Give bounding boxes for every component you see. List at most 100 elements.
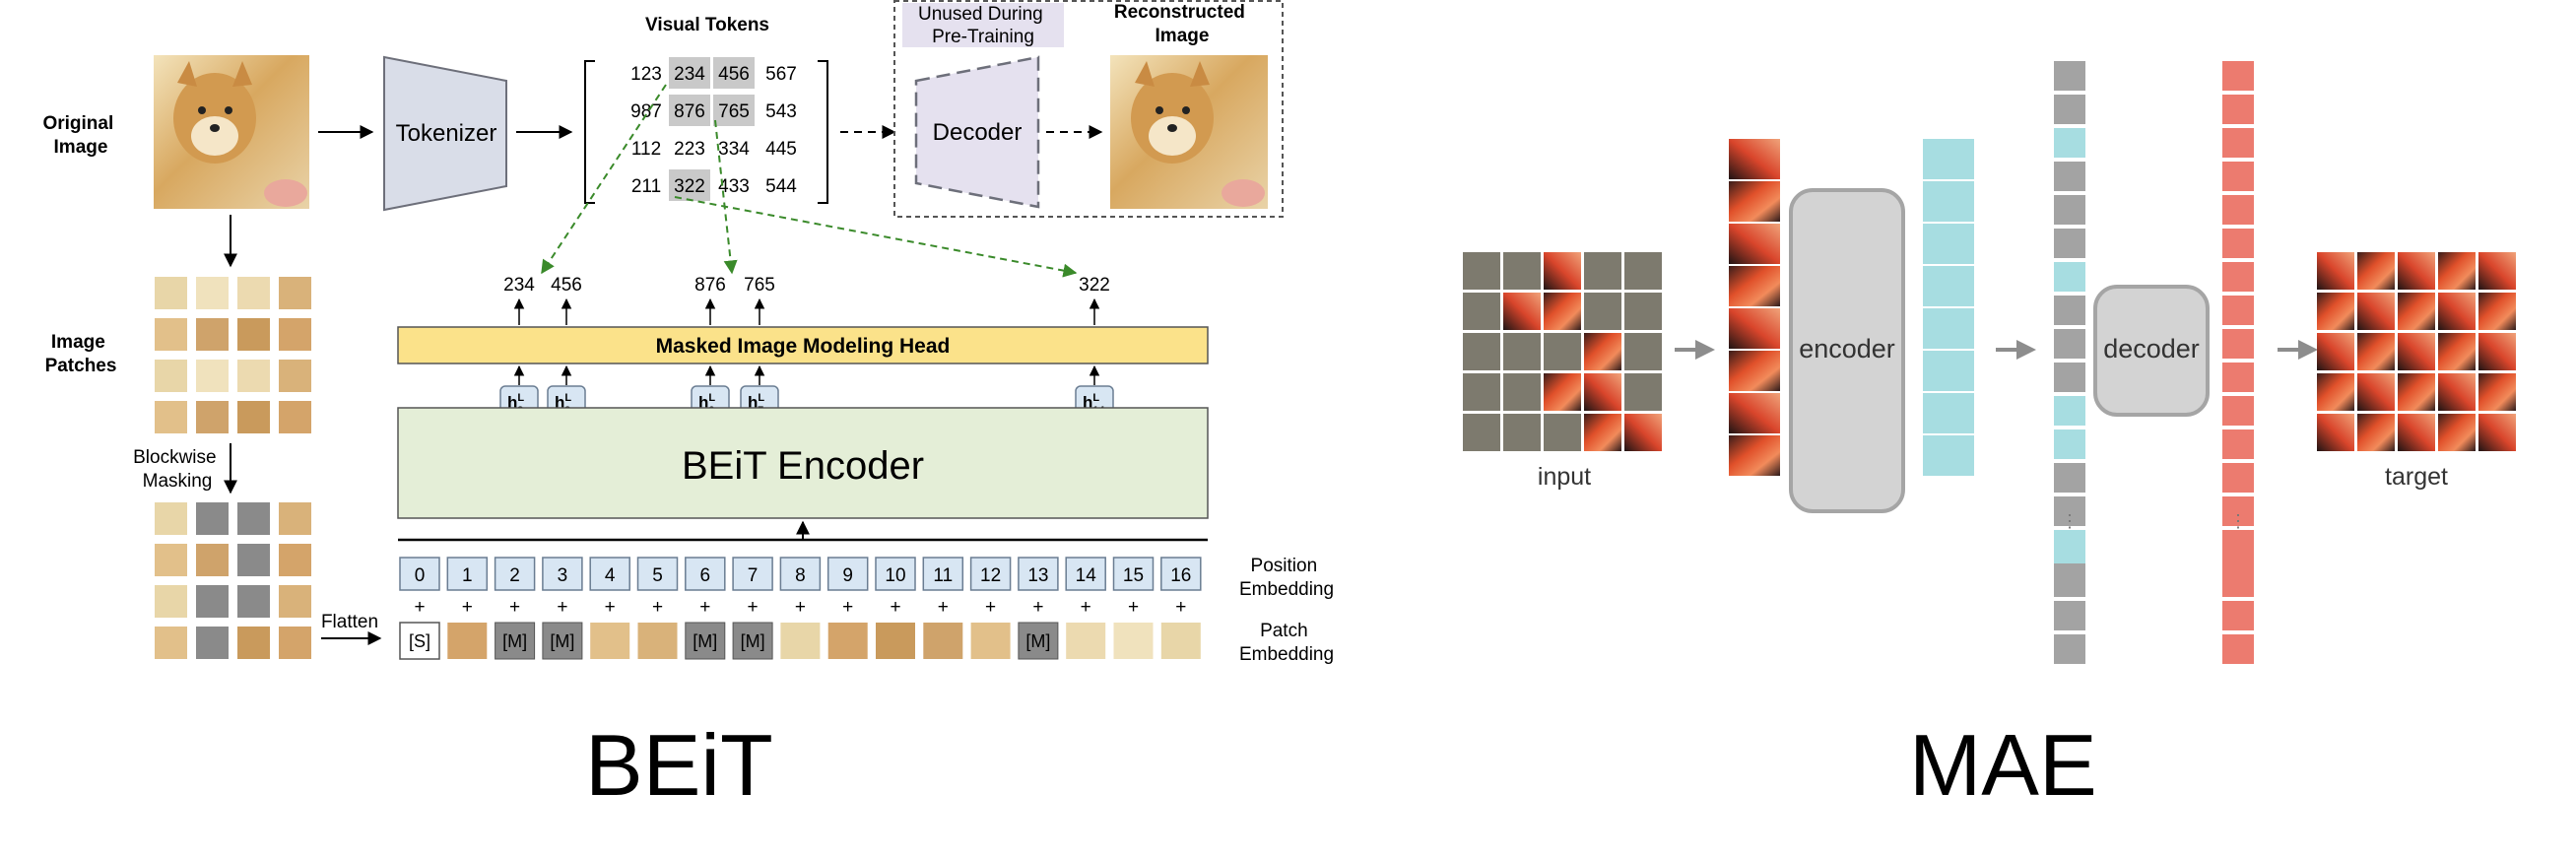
full-token bbox=[2054, 95, 2085, 124]
patch bbox=[237, 627, 270, 659]
input-patch bbox=[1584, 333, 1621, 370]
position-index-box bbox=[922, 557, 964, 591]
output-token bbox=[2222, 229, 2254, 258]
target-patch bbox=[2317, 373, 2354, 411]
position-index-box bbox=[446, 557, 489, 591]
output-token bbox=[2222, 463, 2254, 493]
predicted-token: 765 bbox=[744, 275, 775, 296]
output-token bbox=[2222, 396, 2254, 426]
patch-token bbox=[637, 623, 678, 659]
target-patch bbox=[2478, 293, 2516, 330]
visual-tokens-label: Visual Tokens bbox=[645, 15, 769, 35]
token-value: 445 bbox=[765, 139, 797, 160]
patch bbox=[155, 627, 187, 659]
mask-token-box bbox=[732, 622, 773, 660]
mae-encoder-block bbox=[1789, 188, 1905, 513]
full-token bbox=[2054, 534, 2085, 563]
beit-encoder-block bbox=[397, 407, 1209, 519]
position-index-box bbox=[589, 557, 630, 591]
token-prediction-arrows bbox=[541, 84, 1078, 278]
output-token bbox=[2222, 162, 2254, 191]
patch bbox=[155, 544, 187, 576]
output-token bbox=[2222, 128, 2254, 158]
output-token bbox=[2222, 496, 2254, 526]
token-value: 223 bbox=[674, 139, 705, 160]
patch bbox=[196, 627, 229, 659]
position-index: 3 bbox=[558, 565, 568, 586]
mae-target-grid bbox=[2317, 252, 2516, 451]
mae-output-column: ⋮ bbox=[2222, 61, 2254, 664]
decoder-block bbox=[914, 55, 1040, 209]
target-patch bbox=[2438, 373, 2476, 411]
token-highlight bbox=[669, 169, 710, 201]
target-patch bbox=[2398, 293, 2435, 330]
token-matrix-left-bracket bbox=[584, 60, 595, 204]
input-patch bbox=[1584, 414, 1621, 451]
position-index-box bbox=[1160, 557, 1202, 591]
visible-patch bbox=[1729, 224, 1780, 264]
visible-patch bbox=[1729, 393, 1780, 433]
full-token bbox=[2054, 229, 2085, 258]
visible-patch bbox=[1729, 181, 1780, 222]
token-value: 112 bbox=[631, 139, 661, 160]
position-index: 16 bbox=[1170, 565, 1191, 586]
encoded-token bbox=[1923, 393, 1974, 433]
patch bbox=[155, 360, 187, 392]
mim-head-block bbox=[397, 326, 1209, 364]
encoded-token bbox=[1923, 181, 1974, 222]
patch bbox=[279, 318, 311, 351]
masked-patches-grid bbox=[155, 502, 311, 659]
visible-patch bbox=[1729, 266, 1780, 306]
full-token bbox=[2054, 601, 2085, 630]
mae-full-token-column: ⋮ bbox=[2054, 61, 2085, 664]
beit-encoder-label: BEiT Encoder bbox=[682, 444, 924, 488]
token-value: 456 bbox=[718, 64, 750, 85]
input-patch bbox=[1503, 252, 1541, 290]
position-index: 6 bbox=[700, 565, 711, 586]
target-patch bbox=[2438, 293, 2476, 330]
target-patch bbox=[2317, 252, 2354, 290]
plus-sign: + bbox=[890, 597, 900, 618]
position-index-box bbox=[1065, 557, 1106, 591]
patch-embedding-row: [S][M][M][M][M][M] bbox=[399, 622, 1201, 660]
decoder-label: Decoder bbox=[933, 119, 1023, 146]
full-token bbox=[2054, 262, 2085, 292]
patch bbox=[196, 360, 229, 392]
mask-token-box bbox=[1018, 622, 1059, 660]
patch bbox=[237, 401, 270, 433]
input-patch bbox=[1584, 293, 1621, 330]
mae-target-label: target bbox=[2385, 463, 2448, 491]
target-patch bbox=[2478, 373, 2516, 411]
patch-token bbox=[1160, 623, 1201, 659]
token-value: 876 bbox=[674, 101, 705, 122]
position-index: 7 bbox=[748, 565, 759, 586]
position-index: 5 bbox=[652, 565, 663, 586]
target-patch bbox=[2357, 293, 2395, 330]
input-patch bbox=[1463, 333, 1500, 370]
patch-token bbox=[1066, 623, 1106, 659]
full-token bbox=[2054, 61, 2085, 91]
patch bbox=[279, 401, 311, 433]
original-image-label: Original Image bbox=[42, 113, 118, 158]
patch bbox=[155, 585, 187, 618]
target-patch bbox=[2357, 333, 2395, 370]
plus-sign: + bbox=[509, 597, 520, 618]
input-patch bbox=[1624, 252, 1662, 290]
patch bbox=[155, 277, 187, 309]
input-patch bbox=[1624, 293, 1662, 330]
target-patch bbox=[2317, 333, 2354, 370]
output-token bbox=[2222, 567, 2254, 597]
full-token bbox=[2054, 162, 2085, 191]
output-token bbox=[2222, 634, 2254, 664]
mae-input-label: input bbox=[1538, 463, 1591, 491]
input-patch bbox=[1503, 414, 1541, 451]
plus-sign: + bbox=[985, 597, 996, 618]
position-index: 13 bbox=[1027, 565, 1048, 586]
input-patch bbox=[1544, 414, 1581, 451]
encoded-token bbox=[1923, 308, 1974, 349]
plus-sign: + bbox=[938, 597, 949, 618]
input-patch bbox=[1544, 293, 1581, 330]
position-index-box bbox=[494, 557, 536, 591]
position-index: 10 bbox=[885, 565, 905, 586]
